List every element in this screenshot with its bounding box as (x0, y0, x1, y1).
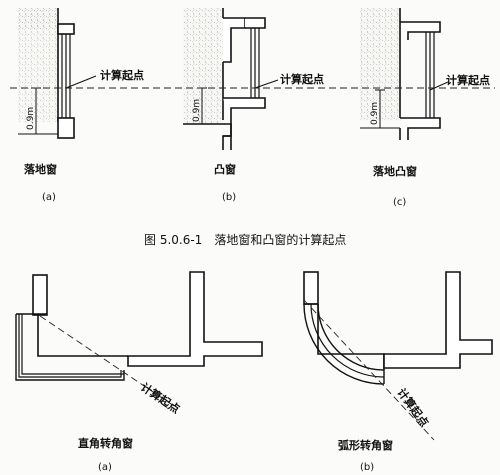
dimension-label-c: 0.9m (370, 102, 380, 125)
panel-a-floor-window: 0.9m 计算起点 落地窗 (a) (18, 8, 144, 203)
panel-e-letter: (b) (360, 462, 374, 473)
dimension-label-a: 0.9m (26, 107, 36, 130)
column-right-top (303, 271, 319, 305)
annotation-start-e: 计算起点 (395, 386, 432, 430)
start-line-a (39, 315, 175, 407)
panel-d-corner-window: 计算起点 直角转角窗 (a) (15, 271, 263, 473)
panel-a-letter: (a) (42, 192, 56, 203)
panel-c-name: 落地凸窗 (373, 164, 417, 178)
annotation-start-c: 计算起点 (446, 73, 490, 87)
wall-hatch-upper (183, 8, 223, 124)
panel-c-letter: (c) (393, 197, 406, 208)
floor-slab-bottom (57, 117, 75, 139)
annotation-start-a: 计算起点 (100, 68, 144, 82)
panel-e-arc-corner-window: 计算起点 弧形转角窗 (b) (303, 271, 493, 473)
panel-c-floor-bay-window: 0.9m 计算起点 落地凸窗 (c) (360, 8, 490, 208)
annotation-start-b: 计算起点 (280, 72, 324, 86)
panel-d-letter: (a) (98, 462, 112, 473)
wall-hatch-lower (18, 30, 58, 122)
panel-d-name: 直角转角窗 (78, 436, 133, 450)
dimension-label-b: 0.9m (192, 99, 202, 122)
panel-b-letter: (b) (222, 192, 236, 203)
panel-b-name: 凸窗 (214, 162, 236, 176)
annotation-start-d: 计算起点 (138, 380, 182, 416)
figure1-caption: 图 5.0.6-1 落地窗和凸窗的计算起点 (144, 232, 346, 247)
panel-b-bay-window: 0.9m 计算起点 凸窗 (b) (183, 8, 324, 203)
panel-e-name: 弧形转角窗 (338, 438, 393, 452)
start-line-b (303, 299, 435, 441)
column-left (32, 274, 48, 316)
floor-slab-top (57, 23, 75, 35)
wall-hatch-upper (18, 8, 58, 30)
panel-a-name: 落地窗 (24, 162, 57, 176)
